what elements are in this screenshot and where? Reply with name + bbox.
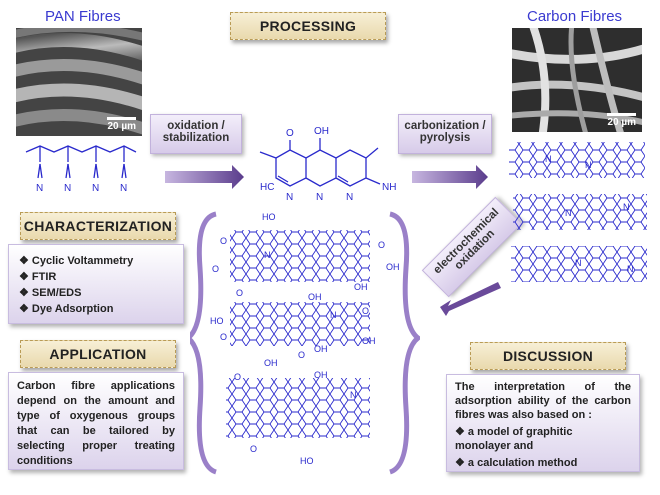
svg-text:N: N: [286, 192, 293, 203]
svg-text:N: N: [330, 310, 337, 320]
scale-bar-left: 20 µm: [107, 117, 136, 132]
scale-bar-right: 20 µm: [607, 113, 636, 128]
step1-line2: stabilization: [162, 132, 230, 144]
svg-text:N: N: [627, 264, 634, 274]
bullet-icon: ❖: [19, 303, 32, 315]
discussion-text: The interpretation of the adsorption abi…: [455, 381, 631, 421]
svg-text:N: N: [316, 192, 323, 203]
svg-text:N: N: [575, 258, 582, 268]
svg-text:OH: OH: [314, 370, 328, 380]
svg-text:O: O: [250, 444, 257, 454]
application-title: APPLICATION: [49, 346, 147, 362]
step2-line1: carbonization /: [404, 120, 486, 132]
svg-text:O: O: [212, 264, 219, 274]
svg-text:OH: OH: [314, 126, 329, 137]
svg-text:OH: OH: [308, 292, 322, 302]
svg-text:OH: OH: [264, 358, 278, 368]
bullet-icon: ❖: [19, 255, 32, 267]
svg-text:N: N: [565, 208, 572, 218]
svg-text:O: O: [220, 236, 227, 246]
svg-text:O: O: [220, 332, 227, 342]
list-item: ❖ a calculation method: [455, 457, 578, 469]
svg-text:OH: OH: [354, 282, 368, 292]
svg-text:NH: NH: [382, 182, 396, 193]
characterization-title: CHARACTERIZATION: [23, 218, 173, 234]
list-item: ❖ a model of graphitic monolayer and: [455, 426, 573, 452]
application-text: Carbon fibre applications depend on the …: [17, 380, 175, 467]
carbon-fibres-title: Carbon Fibres: [527, 8, 623, 25]
svg-text:HO: HO: [210, 316, 224, 326]
list-item: ❖ SEM/EDS: [19, 287, 82, 299]
svg-text:O: O: [234, 372, 241, 382]
stabilized-structure: O OH HC N N N NH: [259, 126, 396, 203]
svg-text:N: N: [120, 183, 127, 194]
pan-fibres-photo: 20 µm: [16, 28, 142, 136]
processing-label: PROCESSING: [259, 18, 357, 34]
application-box: Carbon fibre applications depend on the …: [8, 372, 184, 470]
pan-fibres-title: PAN Fibres: [45, 8, 121, 25]
svg-text:N: N: [346, 192, 353, 203]
application-banner: APPLICATION: [20, 340, 176, 368]
arrow-3: [440, 282, 501, 316]
svg-text:O: O: [362, 306, 369, 316]
svg-text:N: N: [36, 183, 43, 194]
carbon-fibres-photo: 20 µm: [512, 28, 642, 132]
svg-text:N: N: [64, 183, 71, 194]
svg-text:OH: OH: [362, 336, 376, 346]
svg-text:O: O: [378, 240, 385, 250]
bullet-icon: ❖: [19, 287, 32, 299]
svg-text:HC: HC: [260, 182, 274, 193]
bullet-icon: ❖: [19, 271, 32, 283]
svg-text:OH: OH: [386, 262, 400, 272]
step1-line1: oxidation /: [167, 120, 225, 132]
bullet-icon: ❖: [455, 457, 468, 469]
oxidation-stabilization-box: oxidation / stabilization: [150, 114, 242, 154]
characterization-box: ❖ Cyclic Voltammetry ❖ FTIR ❖ SEM/EDS ❖ …: [8, 244, 184, 324]
arrow-1: [165, 165, 244, 189]
discussion-banner: DISCUSSION: [470, 342, 626, 370]
discussion-box: The interpretation of the adsorption abi…: [446, 374, 640, 472]
svg-text:N: N: [623, 202, 630, 212]
left-brace: [190, 211, 218, 475]
characterization-banner: CHARACTERIZATION: [20, 212, 176, 240]
list-item: ❖ Cyclic Voltammetry: [19, 255, 134, 267]
svg-text:N: N: [92, 183, 99, 194]
svg-text:N: N: [545, 154, 552, 164]
carbonization-pyrolysis-box: carbonization / pyrolysis: [398, 114, 492, 154]
list-item: ❖ Dye Adsorption: [19, 303, 114, 315]
processing-banner: PROCESSING: [230, 12, 386, 40]
bullet-icon: ❖: [455, 426, 468, 438]
svg-text:O: O: [236, 288, 243, 298]
oxidized-structures: HO O O O N O OH OH OH HO O N O OH O OH O…: [190, 211, 420, 475]
svg-text:N: N: [264, 250, 271, 260]
svg-text:N: N: [585, 160, 592, 170]
svg-text:HO: HO: [300, 456, 314, 466]
pan-structure: N N N N: [25, 145, 137, 194]
svg-text:HO: HO: [262, 212, 276, 222]
arrow-2: [412, 165, 488, 189]
svg-text:O: O: [286, 128, 294, 139]
list-item: ❖ FTIR: [19, 271, 57, 283]
svg-text:N: N: [350, 390, 357, 400]
right-brace: [388, 211, 420, 475]
svg-text:O: O: [298, 350, 305, 360]
discussion-title: DISCUSSION: [502, 348, 594, 364]
step2-line2: pyrolysis: [419, 132, 471, 144]
svg-text:OH: OH: [314, 344, 328, 354]
graphitic-structures: N N N N N N: [509, 142, 647, 282]
